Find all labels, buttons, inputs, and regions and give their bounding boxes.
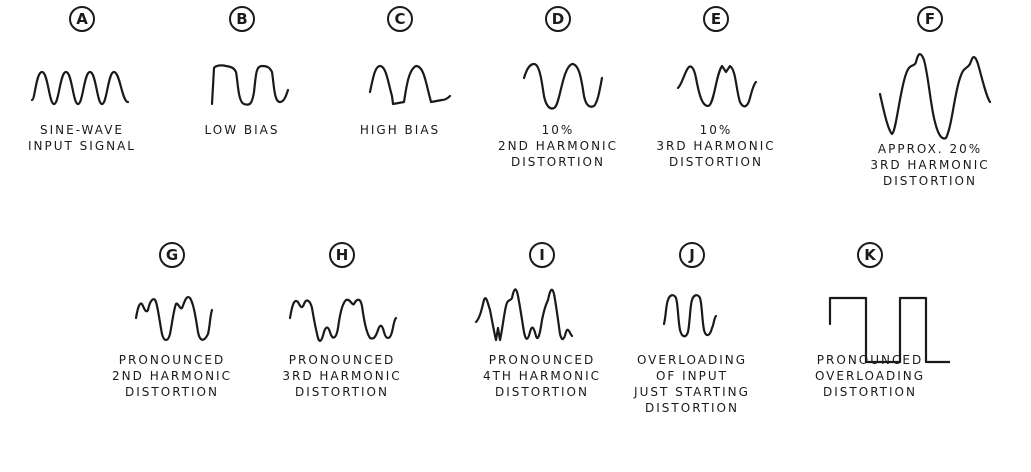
panel-letter-badge: D bbox=[545, 6, 571, 32]
panel-c: C HIGH BIAS bbox=[320, 6, 480, 236]
panel-caption: PRONOUNCED OVERLOADING DISTORTION bbox=[790, 352, 950, 400]
caption-line: 2ND HARMONIC bbox=[498, 139, 618, 153]
panel-caption: 10% 3RD HARMONIC DISTORTION bbox=[636, 122, 796, 170]
caption-line: DISTORTION bbox=[669, 155, 763, 169]
caption-line: LOW BIAS bbox=[204, 123, 280, 137]
caption-line: OVERLOADING bbox=[814, 369, 926, 383]
pronounced-third-harmonic-waveform bbox=[288, 298, 398, 342]
pronounced-overloading-waveform bbox=[828, 296, 950, 364]
high-bias-waveform bbox=[368, 64, 452, 106]
panel-j: J OVERLOADING OF INPUT JUST STARTING DIS… bbox=[612, 242, 772, 472]
pronounced-fourth-harmonic-waveform bbox=[474, 288, 574, 342]
caption-line: INPUT SIGNAL bbox=[27, 139, 136, 153]
caption-line: 3RD HARMONIC bbox=[656, 139, 776, 153]
panel-caption: SINE-WAVE INPUT SIGNAL bbox=[2, 122, 162, 154]
panel-f: F APPROX. 20% 3RD HARMONIC DISTORTION bbox=[830, 6, 1030, 236]
caption-line: 10% bbox=[541, 123, 575, 137]
panel-letter-badge: F bbox=[917, 6, 943, 32]
panel-e: E 10% 3RD HARMONIC DISTORTION bbox=[636, 6, 796, 236]
panel-d: D 10% 2ND HARMONIC DISTORTION bbox=[478, 6, 638, 236]
pronounced-second-harmonic-waveform bbox=[134, 296, 214, 342]
caption-line: OF INPUT bbox=[655, 369, 729, 383]
caption-line: OVERLOADING bbox=[636, 353, 748, 367]
caption-line: DISTORTION bbox=[883, 174, 977, 188]
panel-k: K PRONOUNCED OVERLOADING DISTORTION bbox=[790, 242, 950, 472]
caption-line: DISTORTION bbox=[511, 155, 605, 169]
caption-line: DISTORTION bbox=[645, 401, 739, 415]
panel-i: I PRONOUNCED 4TH HARMONIC DISTORTION bbox=[462, 242, 622, 472]
third-harmonic-20-percent-waveform bbox=[878, 53, 992, 140]
panel-caption: PRONOUNCED 4TH HARMONIC DISTORTION bbox=[462, 352, 622, 400]
panel-letter-badge: G bbox=[159, 242, 185, 268]
panel-letter-badge: I bbox=[529, 242, 555, 268]
caption-line: PRONOUNCED bbox=[488, 353, 596, 367]
overloading-starting-waveform bbox=[662, 294, 718, 338]
caption-line: DISTORTION bbox=[823, 385, 917, 399]
caption-line: HIGH BIAS bbox=[359, 123, 441, 137]
caption-line: SINE-WAVE bbox=[40, 123, 124, 137]
panel-letter-badge: A bbox=[69, 6, 95, 32]
low-bias-waveform bbox=[210, 64, 290, 106]
panel-b: B LOW BIAS bbox=[162, 6, 322, 236]
panel-letter-badge: H bbox=[329, 242, 355, 268]
caption-line: 3RD HARMONIC bbox=[282, 369, 402, 383]
caption-line: 10% bbox=[699, 123, 733, 137]
caption-line: PRONOUNCED bbox=[816, 353, 924, 367]
panel-caption: 10% 2ND HARMONIC DISTORTION bbox=[478, 122, 638, 170]
caption-line: 2ND HARMONIC bbox=[112, 369, 232, 383]
panel-letter-badge: C bbox=[387, 6, 413, 32]
panel-caption: PRONOUNCED 3RD HARMONIC DISTORTION bbox=[262, 352, 422, 400]
panel-letter-badge: J bbox=[679, 242, 705, 268]
caption-line: PRONOUNCED bbox=[118, 353, 226, 367]
caption-line: DISTORTION bbox=[125, 385, 219, 399]
third-harmonic-10-percent-waveform bbox=[676, 64, 758, 108]
sine-wave-input-waveform bbox=[30, 70, 130, 106]
panel-caption: OVERLOADING OF INPUT JUST STARTING DISTO… bbox=[612, 352, 772, 416]
caption-line: 4TH HARMONIC bbox=[482, 369, 602, 383]
panel-h: H PRONOUNCED 3RD HARMONIC DISTORTION bbox=[262, 242, 422, 472]
panel-g: G PRONOUNCED 2ND HARMONIC DISTORTION bbox=[92, 242, 252, 472]
panel-letter-badge: B bbox=[229, 6, 255, 32]
caption-line: 3RD HARMONIC bbox=[870, 158, 990, 172]
panel-letter-badge: K bbox=[857, 242, 883, 268]
panel-caption: LOW BIAS bbox=[162, 122, 322, 138]
panel-caption: APPROX. 20% 3RD HARMONIC DISTORTION bbox=[830, 141, 1030, 189]
caption-line: JUST STARTING bbox=[634, 385, 750, 399]
caption-line: PRONOUNCED bbox=[288, 353, 396, 367]
panel-a: A SINE-WAVE INPUT SIGNAL bbox=[2, 6, 162, 236]
panel-caption: PRONOUNCED 2ND HARMONIC DISTORTION bbox=[92, 352, 252, 400]
panel-letter-badge: E bbox=[703, 6, 729, 32]
caption-line: DISTORTION bbox=[295, 385, 389, 399]
panel-caption: HIGH BIAS bbox=[320, 122, 480, 138]
caption-line: DISTORTION bbox=[495, 385, 589, 399]
second-harmonic-10-percent-waveform bbox=[522, 62, 604, 110]
caption-line: APPROX. 20% bbox=[877, 142, 983, 156]
